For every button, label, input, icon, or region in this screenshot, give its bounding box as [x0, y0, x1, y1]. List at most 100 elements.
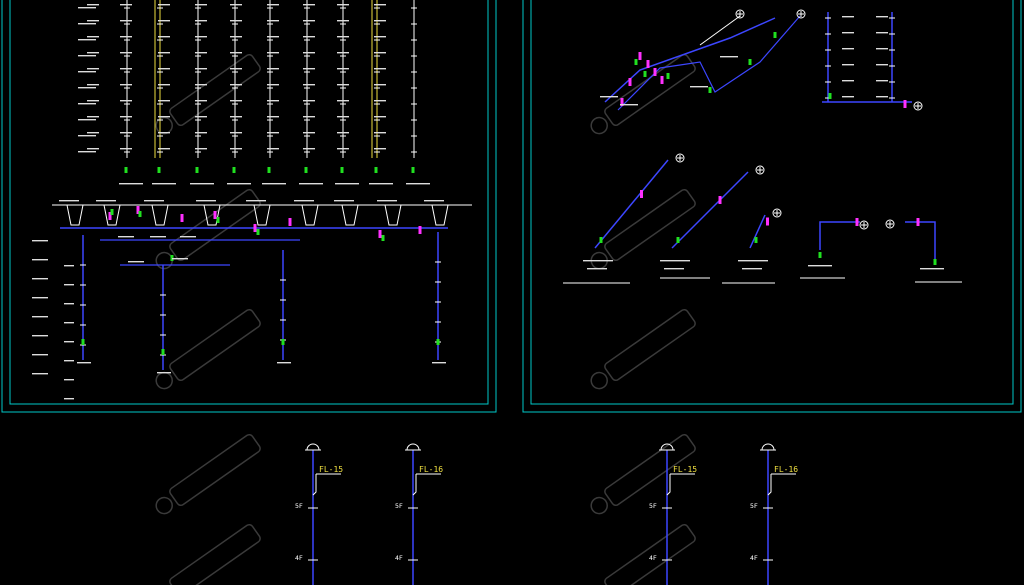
annotation-mark [196, 200, 216, 202]
cleanout-symbol [755, 165, 765, 175]
isometric-pipe [604, 17, 776, 103]
annotation-mark [303, 84, 315, 86]
valve-symbol [378, 230, 382, 238]
annotation-mark [195, 116, 207, 118]
annotation-mark [374, 116, 386, 118]
annotation-mark [195, 84, 207, 86]
valve-symbol [213, 211, 217, 219]
annotation-mark [158, 132, 170, 134]
annotation-mark [337, 36, 349, 38]
annotation-mark [876, 96, 888, 98]
valve-fitting [124, 167, 128, 173]
annotation-mark [277, 362, 291, 364]
annotation-mark [337, 132, 349, 134]
watermark-outline [604, 523, 696, 585]
annotation-mark [158, 52, 170, 54]
valve-symbol [766, 217, 769, 226]
annotation-mark [337, 148, 349, 150]
annotation-mark [660, 260, 690, 262]
annotation-mark [587, 268, 607, 270]
annotation-mark [158, 36, 170, 38]
annotation-mark [267, 4, 279, 6]
cleanout-symbol [772, 208, 782, 218]
valve-symbol [718, 196, 722, 204]
annotation-mark [152, 183, 176, 185]
annotation-mark [158, 148, 170, 150]
valve-fitting [599, 237, 603, 243]
annotation-mark [87, 68, 99, 70]
annotation-mark [64, 322, 74, 324]
valve-fitting [216, 217, 220, 223]
valve-symbol [108, 212, 112, 220]
floor-label-5f: 5F [649, 502, 657, 510]
annotation-mark [267, 36, 279, 38]
annotation-mark [64, 379, 74, 381]
valve-symbol [640, 190, 643, 198]
annotation-mark [876, 32, 888, 34]
annotation-mark [664, 268, 684, 270]
watermark-logo-icon [604, 523, 696, 585]
valve-fitting [411, 167, 415, 173]
watermark-layer [155, 53, 696, 585]
annotation-mark [406, 183, 430, 185]
cleanout-symbol [859, 220, 869, 230]
watermark-circle [155, 371, 173, 390]
annotation-mark [335, 183, 359, 185]
trap-drop [55, 204, 84, 226]
annotation-mark [432, 362, 446, 364]
annotation-mark [144, 200, 164, 202]
annotation-mark [120, 148, 132, 150]
annotation-mark [120, 100, 132, 102]
annotation-mark [267, 100, 279, 102]
annotation-mark [195, 148, 207, 150]
watermark-outline [169, 188, 261, 262]
watermark-logo-icon [155, 433, 261, 515]
valve-symbol [916, 218, 920, 226]
annotation-mark [303, 36, 315, 38]
valve-fitting [161, 349, 165, 355]
annotation-mark [64, 265, 74, 267]
annotation-mark [32, 297, 48, 299]
watermark-outline [604, 188, 696, 262]
annotation-mark [620, 104, 638, 106]
annotation-mark [227, 183, 251, 185]
annotation-mark [337, 100, 349, 102]
valve-fitting [748, 59, 752, 65]
annotation-mark [158, 116, 170, 118]
annotation-mark [303, 20, 315, 22]
watermark-outline [604, 53, 696, 127]
annotation-mark [842, 80, 854, 82]
valve-fitting [340, 167, 344, 173]
annotation-mark [876, 48, 888, 50]
annotation-mark [64, 284, 74, 286]
annotation-mark [337, 84, 349, 86]
annotation-mark [267, 116, 279, 118]
valve-fitting [157, 167, 161, 173]
riser-tag: FL-16 [419, 465, 443, 474]
annotation-mark [303, 52, 315, 54]
valve-fitting [436, 339, 440, 345]
annotation-mark [158, 100, 170, 102]
annotation-mark [876, 80, 888, 82]
annotation-mark [842, 96, 854, 98]
watermark-circle [590, 371, 608, 390]
right-isometric-system [563, 9, 962, 284]
annotation-mark [158, 84, 170, 86]
annotation-mark [120, 116, 132, 118]
annotation-mark [32, 316, 48, 318]
annotation-mark [120, 68, 132, 70]
trap-drop [373, 204, 402, 226]
cleanout-symbol [885, 219, 895, 229]
annotation-mark [87, 132, 99, 134]
annotation-mark [808, 265, 832, 267]
annotation-mark [303, 68, 315, 70]
annotation-mark [32, 373, 48, 375]
valve-symbol [288, 218, 292, 226]
annotation-mark [230, 36, 242, 38]
valve-symbol [628, 78, 632, 86]
annotation-mark [96, 200, 116, 202]
floor-label-4f: 4F [649, 554, 657, 562]
floor-label-5f: 5F [750, 502, 758, 510]
valve-fitting [818, 252, 822, 258]
